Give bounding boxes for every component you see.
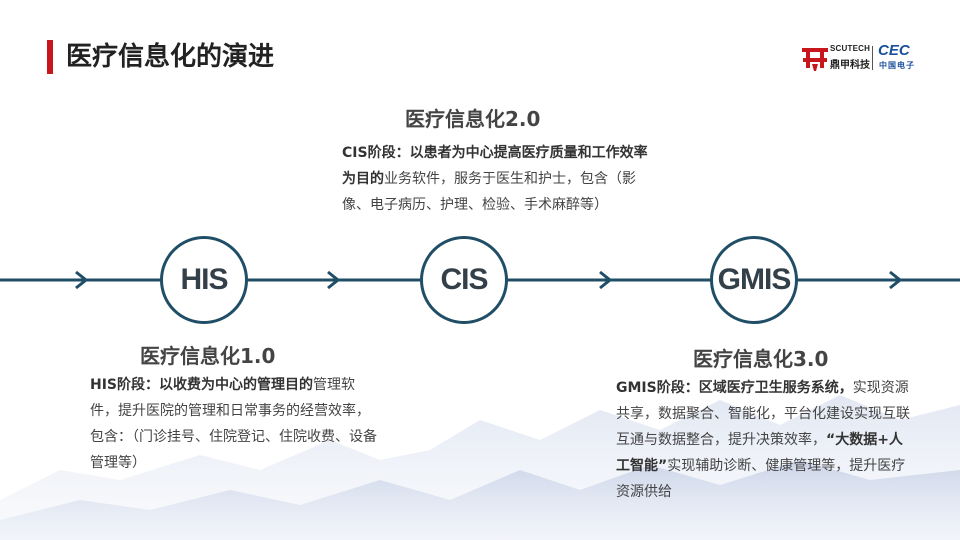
- logo-text-en: SCUTECH: [830, 44, 871, 53]
- stage-description-bold: HIS阶段：以收费为中心的管理目的: [90, 377, 314, 393]
- cec-logo-text: CEC: [878, 42, 910, 59]
- stage-title-3: 医疗信息化3.0: [693, 347, 829, 371]
- page-title: 医疗信息化的演进: [66, 42, 275, 72]
- stage-title-1: 医疗信息化1.0: [140, 344, 276, 368]
- stage-description-bold: CIS阶段：以患者为中心提高医疗质量和工作效率为目的: [342, 145, 648, 187]
- node-his: HIS: [160, 236, 248, 324]
- title-accent-bar: [47, 40, 53, 74]
- arrow-icon: [75, 270, 89, 290]
- scutech-logo-icon: [802, 48, 828, 71]
- arrow-icon: [599, 270, 613, 290]
- stage-title-2: 医疗信息化2.0: [405, 107, 541, 131]
- node-cis: CIS: [420, 236, 508, 324]
- node-gmis: GMIS: [710, 236, 798, 324]
- stage-description-2: CIS阶段：以患者为中心提高医疗质量和工作效率为目的业务软件，服务于医生和护士，…: [342, 140, 652, 218]
- arrow-icon: [889, 270, 903, 290]
- stage-description-text: 业务软件，服务于医生和护士，包含（影像、电子病历、护理、检验、手术麻醉等）: [342, 171, 636, 213]
- cec-logo-text-cn: 中国电子: [879, 61, 915, 70]
- stage-description-text: 实现资源共享，数据聚合、智能化，平台化建设实现互联互通与数据整合，提升决策效率，: [616, 380, 910, 448]
- stage-description-emphasis: “大数据+人工智能”: [616, 432, 903, 474]
- stage-description-3: GMIS阶段：区域医疗卫生服务系统，实现资源共享，数据聚合、智能化，平台化建设实…: [616, 375, 916, 505]
- logo-text-cn: 鼎甲科技: [830, 60, 870, 71]
- arrow-icon: [327, 270, 341, 290]
- stage-description-bold: GMIS阶段：区域医疗卫生服务系统，: [616, 380, 853, 396]
- company-logo: SCUTECH 鼎甲科技 CEC 中国电子: [800, 42, 918, 74]
- stage-description-1: HIS阶段：以收费为中心的管理目的管理软件，提升医院的管理和日常事务的经营效率，…: [90, 372, 380, 476]
- logo-divider: [872, 46, 873, 70]
- stage-description-text: 实现辅助诊断、健康管理等，提升医疗资源供给: [616, 458, 906, 500]
- stage-description-text: 管理软件，提升医院的管理和日常事务的经营效率，包含：（门诊挂号、住院登记、住院收…: [90, 377, 377, 471]
